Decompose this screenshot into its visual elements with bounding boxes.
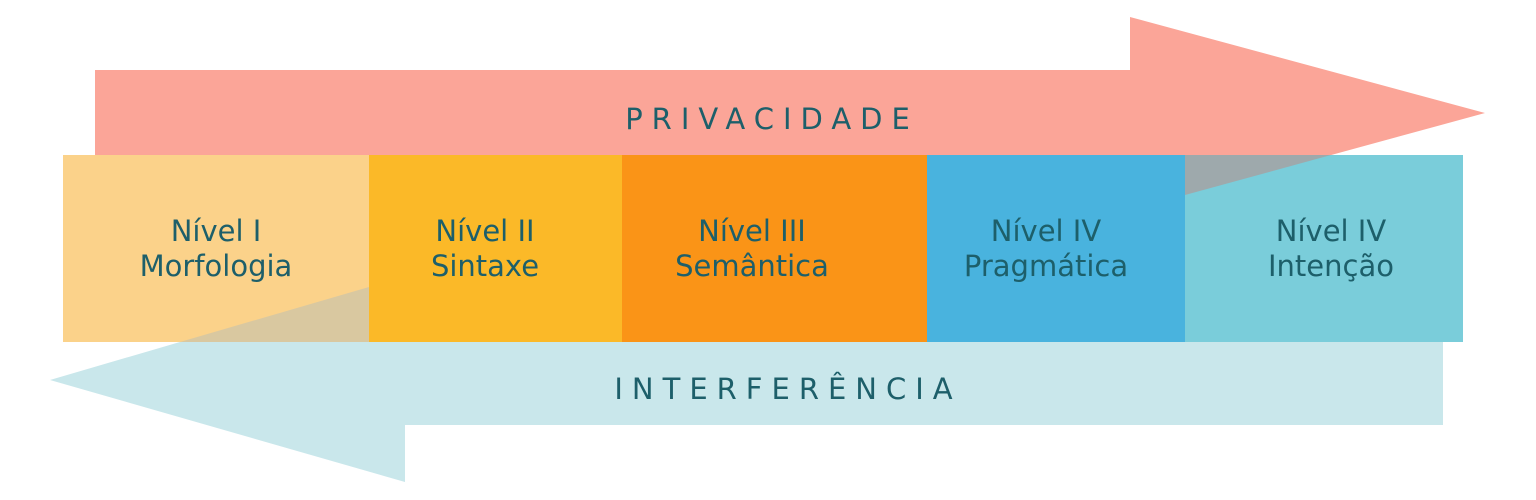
interference-label: INTERFERÊNCIA [614,372,961,406]
level-title: Nível III [698,214,806,248]
level-title: Nível IV [1276,214,1387,248]
level-box-semantica [622,155,927,342]
level-title: Nível II [435,214,534,248]
privacy-arrow-overlap [1185,155,1331,195]
interference-arrow-overlap [180,287,369,342]
level-subtitle: Pragmática [964,249,1128,283]
privacy-label: PRIVACIDADE [625,102,919,136]
level-title: Nível I [171,214,262,248]
level-box-pragmatica [927,155,1185,342]
level-subtitle: Sintaxe [431,249,539,283]
level-subtitle: Intenção [1268,249,1394,283]
level-box-sintaxe [369,155,622,342]
level-title: Nível IV [991,214,1102,248]
level-subtitle: Semântica [675,249,829,283]
level-subtitle: Morfologia [140,249,293,283]
level-box-intencao [1185,155,1463,342]
